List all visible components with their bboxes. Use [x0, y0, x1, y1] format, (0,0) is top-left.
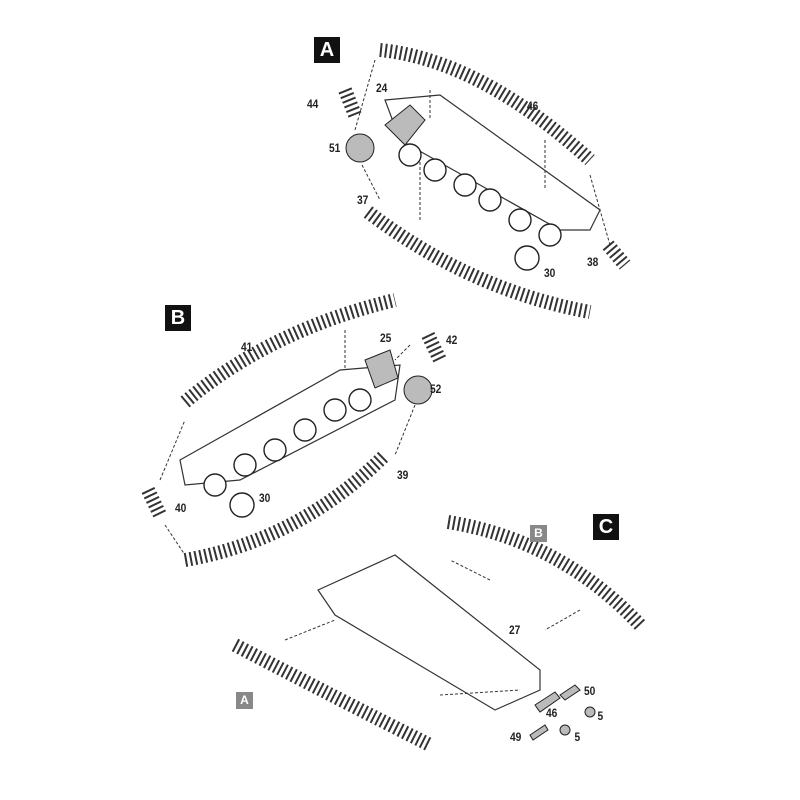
- road-wheel: [233, 453, 257, 477]
- part-number: 42: [446, 333, 458, 347]
- part-number: 41: [241, 340, 253, 354]
- road-wheel: [478, 188, 502, 212]
- step-label-c: C: [593, 514, 619, 540]
- road-wheel: [293, 418, 317, 442]
- assembly-arrows-b: [159, 330, 416, 556]
- road-wheel: [323, 398, 347, 422]
- track-lower-a: [363, 206, 592, 319]
- road-wheels-b: [203, 388, 372, 518]
- part-number: 24: [376, 81, 388, 95]
- road-wheel: [398, 143, 422, 167]
- road-wheels-a: [398, 143, 562, 271]
- part-number: 44: [307, 97, 319, 111]
- road-wheel-30: [514, 245, 540, 271]
- part-number: 49: [510, 730, 522, 744]
- ref-label-b: B: [530, 525, 547, 542]
- drive-25: [364, 349, 399, 389]
- track-assembly-a: [231, 638, 434, 752]
- part-50: [559, 684, 581, 701]
- part-number: 25: [380, 331, 392, 345]
- part-number: 50: [584, 684, 596, 698]
- road-wheel: [263, 438, 287, 462]
- track-piece-40: [141, 486, 167, 519]
- sprocket-51: [345, 133, 375, 163]
- part-number: 51: [329, 141, 341, 155]
- part-number: 40: [175, 501, 187, 515]
- step-label-a: A: [314, 37, 340, 63]
- drive-24: [384, 104, 426, 146]
- hull-side-b: [179, 364, 401, 486]
- track-piece-42: [421, 331, 447, 364]
- part-5: [584, 706, 596, 718]
- part-number: 30: [544, 266, 556, 280]
- road-wheel: [538, 223, 562, 247]
- part-number: 39: [397, 468, 409, 482]
- part-number: 46: [546, 706, 558, 720]
- step-b-assembly: [141, 293, 447, 567]
- step-a-assembly: [338, 43, 631, 319]
- part-49: [529, 724, 549, 741]
- part-46: [534, 691, 561, 713]
- part-number: 5: [597, 709, 604, 723]
- part-number: 52: [430, 382, 442, 396]
- road-wheel: [348, 388, 372, 412]
- part-number: 38: [587, 255, 599, 269]
- ref-label-a: A: [236, 692, 253, 709]
- road-wheel-30: [229, 492, 255, 518]
- small-parts-c: [529, 684, 596, 741]
- step-c-assembly: [231, 515, 646, 752]
- track-piece-44: [338, 87, 362, 118]
- part-number: 27: [509, 623, 521, 637]
- track-upper-a: [379, 43, 595, 166]
- part-number: 37: [357, 193, 369, 207]
- step-label-b: B: [165, 305, 191, 331]
- lower-hull-27: [317, 554, 541, 711]
- part-number: 5: [574, 730, 581, 744]
- sprocket-52: [403, 375, 433, 405]
- track-assembly-b: [446, 515, 646, 630]
- assembly-arrows-a: [354, 59, 611, 246]
- part-number: 46: [527, 99, 539, 113]
- assembly-arrows-c: [284, 559, 581, 696]
- road-wheel: [453, 173, 477, 197]
- road-wheel: [508, 208, 532, 232]
- part-number: 30: [259, 491, 271, 505]
- track-piece-38: [602, 240, 631, 270]
- road-wheel: [423, 158, 447, 182]
- road-wheel: [203, 473, 227, 497]
- part-5: [559, 724, 571, 736]
